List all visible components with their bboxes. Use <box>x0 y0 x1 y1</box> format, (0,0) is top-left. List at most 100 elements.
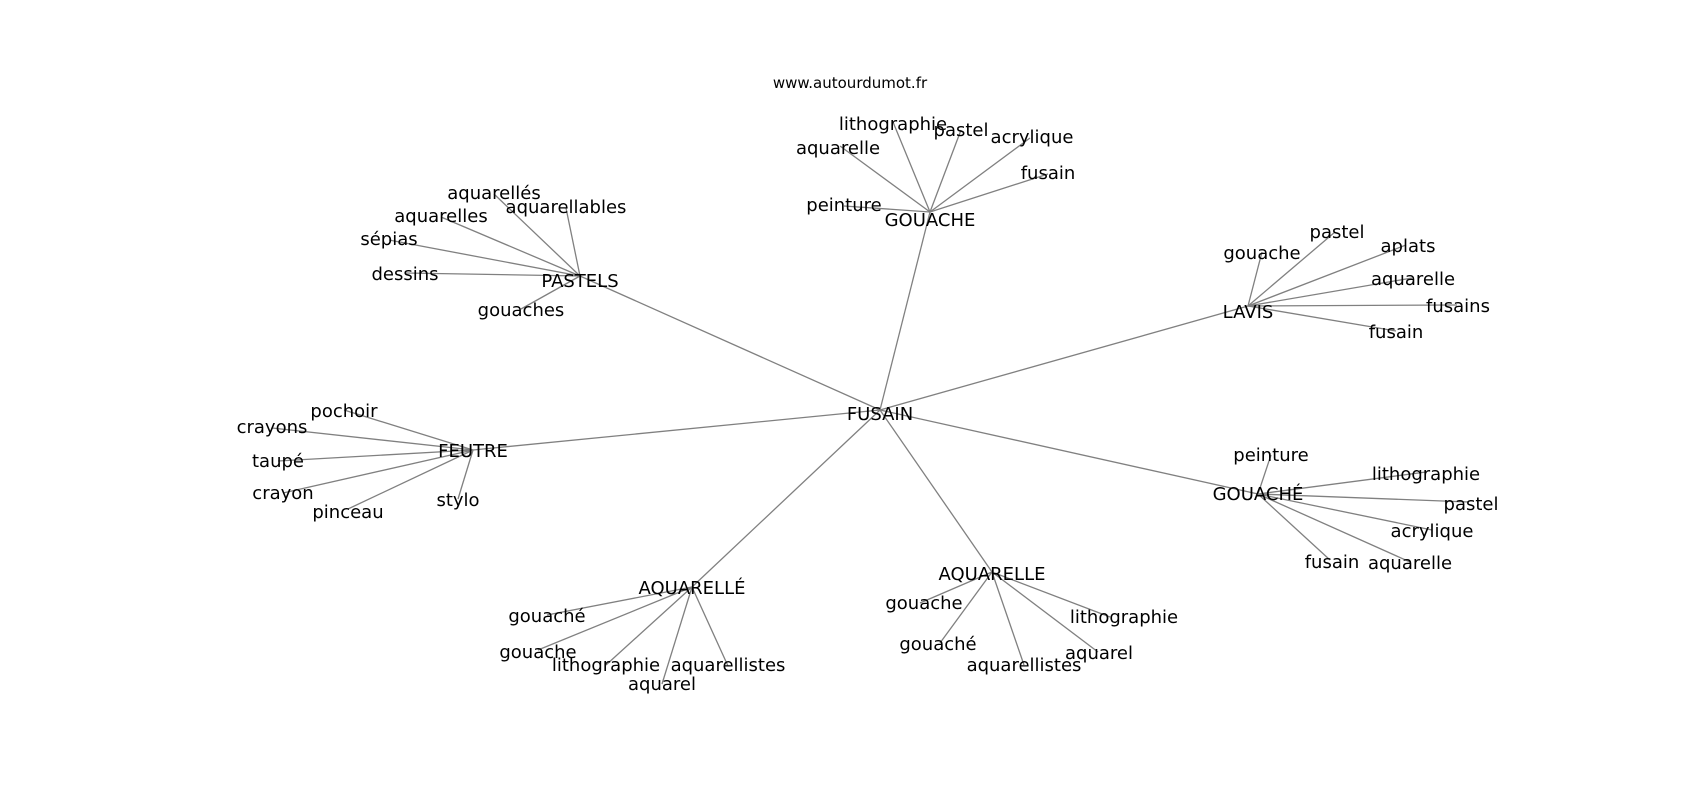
center-node-label[interactable]: FUSAIN <box>847 404 913 425</box>
edge-pastels-dessins <box>404 272 581 277</box>
word-label[interactable]: aquarelles <box>394 206 487 227</box>
hub-label[interactable]: GOUACHÉ <box>1213 483 1304 505</box>
edge-feutre-pinceau <box>347 449 474 510</box>
edge-center-gouache <box>879 211 931 411</box>
edge-gouache-acc-acrylique <box>1257 493 1433 531</box>
word-label[interactable]: aquarel <box>1065 643 1133 664</box>
edge-pastels-aquarelles-acc <box>493 193 581 277</box>
edge-lavis-aplats <box>1247 244 1407 307</box>
word-label[interactable]: lithographie <box>1372 464 1480 485</box>
edge-center-gouache-acc <box>879 409 1259 495</box>
edge-aquarelle-gouache <box>919 571 993 604</box>
word-label[interactable]: gouaches <box>478 300 565 321</box>
edge-feutre-crayon <box>282 449 474 494</box>
edge-aquarelle-acc-gouache-acc <box>546 586 693 616</box>
word-label[interactable]: stylo <box>436 490 479 511</box>
word-label[interactable]: crayons <box>237 417 308 438</box>
edge-center-feutre <box>472 409 881 451</box>
edge-lavis-gouache <box>1247 251 1263 307</box>
edge-gouache-acc-pastel <box>1257 493 1470 503</box>
edge-feutre-stylo <box>457 449 474 500</box>
leaf-edges <box>271 121 1470 685</box>
cluster-gouache-acc: GOUACHÉ peinture lithographie pastel acr… <box>1213 445 1499 574</box>
word-label[interactable]: pastel <box>1444 494 1499 515</box>
edge-center-pastels <box>579 275 881 411</box>
edge-gouache-pastel <box>929 129 962 213</box>
edge-feutre-taupe <box>277 449 474 462</box>
word-label[interactable]: gouache <box>885 593 962 614</box>
word-label[interactable]: peinture <box>1233 445 1308 466</box>
word-label[interactable]: fusain <box>1305 552 1360 573</box>
edge-lavis-fusains <box>1247 304 1458 307</box>
word-label[interactable]: acrylique <box>991 127 1074 148</box>
hub-label[interactable]: AQUARELLÉ <box>639 577 746 599</box>
edge-aquarelle-gouache-acc <box>939 571 993 644</box>
cluster-gouache: GOUACHE lithographie pastel acrylique aq… <box>796 114 1075 231</box>
edge-feutre-pochoir <box>343 409 474 451</box>
cluster-aquarelle: AQUARELLE gouache lithographie gouaché a… <box>885 564 1178 676</box>
word-label[interactable]: acrylique <box>1391 521 1474 542</box>
edge-lavis-aquarelle <box>1247 277 1413 307</box>
word-label[interactable]: lithographie <box>552 655 660 676</box>
word-label[interactable]: aquarellistes <box>967 655 1082 676</box>
edge-gouache-acc-fusain <box>1257 493 1331 561</box>
hub-label[interactable]: AQUARELLE <box>939 564 1046 585</box>
word-label[interactable]: aquarelle <box>1371 269 1455 290</box>
word-label[interactable]: lithographie <box>839 114 947 135</box>
word-label[interactable]: fusain <box>1021 163 1076 184</box>
word-label[interactable]: fusain <box>1369 322 1424 343</box>
word-label[interactable]: pinceau <box>312 502 383 523</box>
edge-gouache-peinture <box>843 205 931 213</box>
word-label[interactable]: aquarellés <box>447 183 540 204</box>
hub-label[interactable]: FEUTRE <box>438 441 508 462</box>
word-label[interactable]: fusains <box>1426 296 1490 317</box>
word-label[interactable]: gouaché <box>508 606 585 627</box>
word-label[interactable]: aquarel <box>628 674 696 695</box>
cluster-feutre: FEUTRE pochoir crayons taupé crayon pinc… <box>237 401 508 523</box>
word-label[interactable]: aquarelle <box>1368 553 1452 574</box>
hub-label[interactable]: GOUACHE <box>885 210 976 231</box>
hub-label[interactable]: LAVIS <box>1223 302 1274 323</box>
edge-pastels-gouaches <box>520 275 581 310</box>
edge-gouache-acc-aquarelle <box>1257 493 1411 563</box>
hub-label[interactable]: PASTELS <box>541 271 618 292</box>
edge-aquarelle-acc-aquarellistes <box>691 586 729 667</box>
edge-gouache-aquarelle <box>839 145 931 213</box>
word-label[interactable]: sépias <box>360 229 417 250</box>
edge-lavis-pastel <box>1247 231 1336 307</box>
word-label[interactable]: aplats <box>1381 236 1436 257</box>
word-label[interactable]: pastel <box>1310 222 1365 243</box>
edge-gouache-fusain <box>929 173 1049 213</box>
word-label[interactable]: taupé <box>252 451 304 472</box>
word-label[interactable]: gouache <box>1223 243 1300 264</box>
word-label[interactable]: lithographie <box>1070 607 1178 628</box>
hub-edges <box>472 211 1259 588</box>
edge-gouache-acrylique <box>929 137 1031 213</box>
word-label[interactable]: aquarellables <box>506 197 627 218</box>
word-label[interactable]: dessins <box>371 264 438 285</box>
edge-aquarelle-aquarel <box>991 571 1099 653</box>
edge-feutre-crayons <box>271 427 474 451</box>
edge-center-aquarelle-acc <box>691 409 881 588</box>
edge-pastels-aquarelles <box>440 216 581 277</box>
cluster-pastels: PASTELS aquarellés aquarellables aquarel… <box>360 183 626 321</box>
word-label[interactable]: peinture <box>806 195 881 216</box>
word-label[interactable]: aquarellistes <box>671 655 786 676</box>
edge-gouache-lithographie <box>892 121 931 213</box>
word-label[interactable]: gouaché <box>899 634 976 655</box>
cluster-lavis: LAVIS pastel aplats gouache aquarelle fu… <box>1223 222 1490 343</box>
site-url[interactable]: www.autourdumot.fr <box>773 74 928 92</box>
word-label[interactable]: gouache <box>499 642 576 663</box>
edge-aquarelle-acc-aquarel <box>661 586 693 685</box>
edge-center-lavis <box>879 305 1249 411</box>
word-label[interactable]: pochoir <box>310 401 378 422</box>
edge-aquarelle-lithographie <box>991 571 1111 618</box>
edge-center-aquarelle <box>879 409 993 573</box>
word-label[interactable]: aquarelle <box>796 138 880 159</box>
edge-gouache-acc-peinture <box>1257 454 1272 495</box>
edge-aquarelle-acc-gouache <box>537 586 693 651</box>
edge-pastels-aquarellables <box>565 207 581 277</box>
word-label[interactable]: pastel <box>934 120 989 141</box>
word-label[interactable]: crayon <box>252 483 313 504</box>
